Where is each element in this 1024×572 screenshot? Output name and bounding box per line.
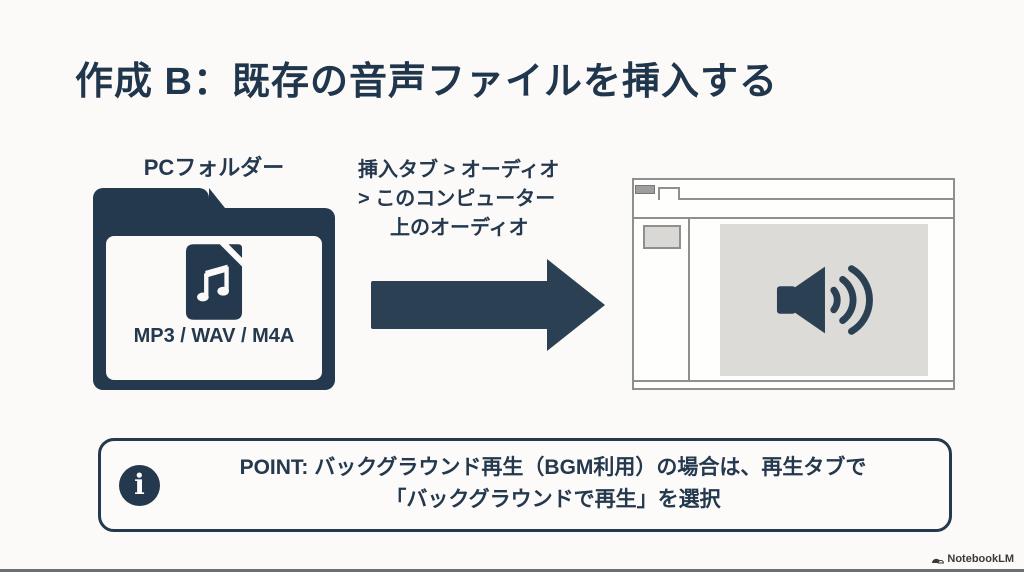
arrow-right-shaft (371, 281, 549, 329)
folder-inner-panel: MP3 / WAV / M4A (106, 236, 322, 380)
arrow-right-head (547, 259, 605, 351)
pc-folder-icon: MP3 / WAV / M4A (93, 188, 335, 390)
window-ribbon-tab-shape (658, 187, 680, 200)
window-statusbar-line (634, 380, 953, 382)
point-callout-box: i POINT: バックグラウンド再生（BGM利用）の場合は、再生タブで 「バッ… (98, 438, 952, 532)
menu-path-line3: 上のオーディオ (390, 217, 529, 239)
menu-path-line1: 挿入タブ > オーディオ (358, 159, 560, 181)
window-ribbon-divider (634, 217, 953, 219)
speaker-audio-icon (776, 265, 873, 335)
notebooklm-logo-icon (932, 558, 945, 564)
brand-watermark: NotebookLM (931, 553, 1014, 565)
brand-name: NotebookLM (947, 553, 1014, 565)
info-icon: i (119, 465, 160, 506)
point-text-line1: POINT: バックグラウンド再生（BGM利用）の場合は、再生タブで (239, 456, 867, 479)
window-panel-divider (688, 219, 690, 380)
slide-canvas-area (720, 224, 928, 376)
window-tab-row-line (680, 198, 953, 200)
menu-path-line2: > このコンピューター (358, 188, 556, 210)
window-menu-button-shape (635, 185, 655, 194)
app-window-mockup (632, 178, 955, 390)
menu-path-text: 挿入タブ > オーディオ > このコンピューター 上のオーディオ (358, 156, 559, 243)
folder-tab-slant-shape (209, 188, 225, 208)
music-file-icon (185, 244, 243, 320)
point-text: POINT: バックグラウンド再生（BGM利用）の場合は、再生タブで 「バックグ… (173, 452, 933, 516)
audio-formats-label: MP3 / WAV / M4A (133, 325, 295, 347)
folder-label: PCフォルダー (143, 155, 285, 180)
slide-thumbnail-shape (643, 225, 681, 249)
point-text-line2: 「バックグラウンドで再生」を選択 (385, 488, 721, 511)
page-title: 作成 B：既存の音声ファイルを挿入する (75, 61, 779, 103)
slide-bottom-edge (0, 569, 1024, 572)
